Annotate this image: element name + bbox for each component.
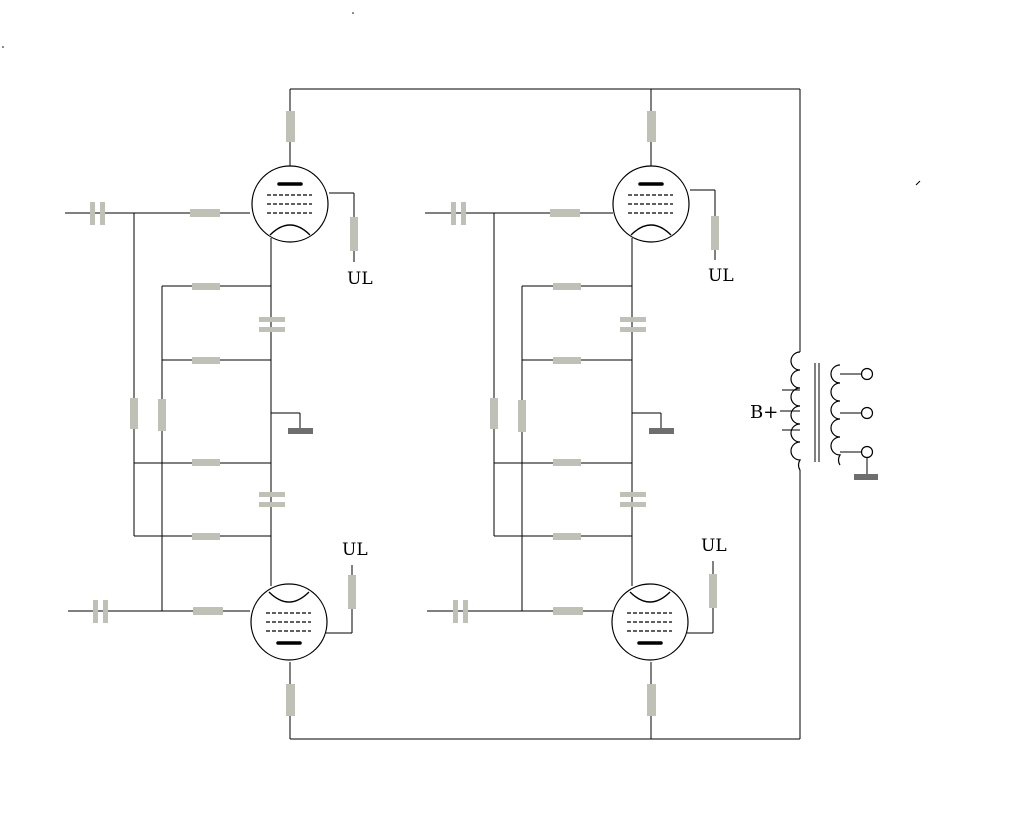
input-capacitor-bottom-left (93, 600, 98, 623)
cathode-resistor-right-1 (553, 283, 581, 290)
ul-resistor-top-right (711, 216, 719, 250)
cathode-resistor-left-1 (192, 283, 220, 290)
ul-label-bottom-left: UL (342, 540, 368, 560)
ground-symbol-left (288, 428, 313, 434)
primary-winding (790, 351, 802, 471)
output-terminal-1[interactable] (860, 367, 874, 381)
cathode-resistor-right-2 (553, 357, 581, 364)
plate-resistor-top-left (286, 111, 295, 142)
speck (2, 46, 4, 48)
plate-resistor-top-right (647, 111, 656, 142)
grid-resistor-bottom-right (553, 607, 583, 615)
cathode-resistor-left-3 (192, 459, 220, 466)
speck (915, 180, 921, 186)
tube-bottom-right (611, 583, 689, 661)
cathode-capacitor-left-top (259, 317, 285, 322)
cathode-resistor-right-4 (553, 533, 581, 540)
bias-resistor-right-a (490, 398, 498, 429)
tube-top-left (251, 165, 329, 243)
grid-resistor-top-right (550, 209, 580, 217)
output-transformer: B+ (750, 351, 878, 480)
plate-resistor-bottom-left (286, 684, 295, 716)
cathode-resistor-left-2 (192, 357, 220, 364)
cathode-resistor-left-4 (192, 533, 220, 540)
cathode-capacitor-right-top-b (620, 327, 646, 332)
input-capacitor-top-left-b (100, 202, 105, 225)
ul-label-top-left: UL (347, 269, 373, 289)
secondary-winding (830, 364, 842, 466)
bias-resistor-right-b (518, 400, 526, 432)
power-rail (289, 88, 801, 740)
right-section: UL UL (425, 111, 734, 716)
cathode-capacitor-right-bottom-b (620, 502, 646, 507)
b-plus-label: B+ (750, 402, 778, 423)
cathode-capacitor-left-top-b (259, 327, 285, 332)
ul-resistor-bottom-right (709, 574, 717, 608)
bias-resistor-left-b (158, 399, 166, 431)
bias-resistor-left-a (130, 398, 138, 429)
grid-resistor-bottom-left (193, 607, 223, 615)
input-capacitor-bottom-right-b (463, 600, 468, 623)
input-capacitor-bottom-left-b (103, 600, 108, 623)
ul-label-top-right: UL (708, 266, 734, 286)
ul-resistor-bottom-left (348, 575, 356, 609)
ul-resistor-top-left (350, 217, 358, 251)
cathode-capacitor-right-bottom (620, 492, 646, 497)
left-section: UL UL (65, 111, 373, 716)
input-capacitor-top-right (451, 202, 456, 225)
cathode-capacitor-right-top (620, 317, 646, 322)
ground-symbol-output (854, 474, 878, 480)
output-terminal-3[interactable] (860, 445, 874, 459)
cathode-resistor-right-3 (553, 459, 581, 466)
input-capacitor-top-left (90, 202, 95, 225)
cathode-capacitor-left-bottom (259, 492, 285, 497)
input-capacitor-bottom-right (453, 600, 458, 623)
ground-symbol-right (649, 428, 674, 434)
cathode-capacitor-left-bottom-b (259, 502, 285, 507)
tube-top-right (612, 165, 690, 243)
speck (352, 12, 354, 14)
tube-bottom-left (250, 583, 328, 661)
grid-resistor-top-left (190, 209, 220, 217)
output-terminal-2[interactable] (860, 406, 874, 420)
input-capacitor-top-right-b (461, 202, 466, 225)
ul-label-bottom-right: UL (701, 536, 727, 556)
plate-resistor-bottom-right (647, 684, 656, 716)
